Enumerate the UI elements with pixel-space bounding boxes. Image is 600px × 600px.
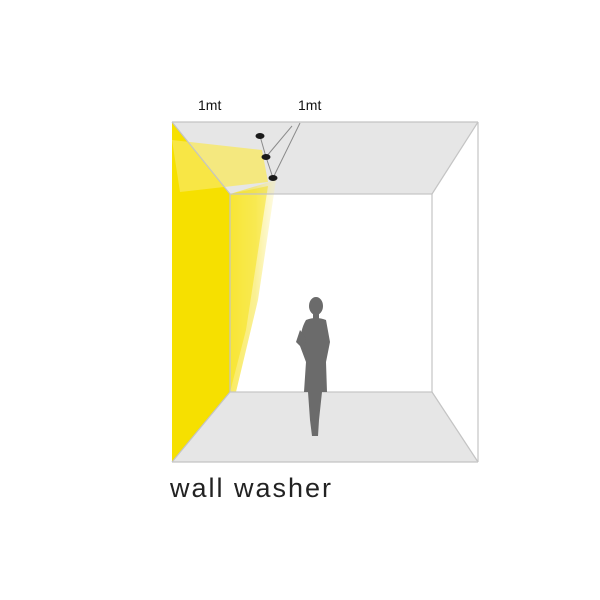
spacing-label-left: 1mt: [198, 97, 222, 113]
person-silhouette-icon: [296, 297, 330, 436]
light-fixture-icon: [261, 154, 271, 160]
light-spill-ceiling: [172, 140, 268, 192]
room-edges: [171, 121, 479, 463]
light-fixture-icon: [255, 133, 265, 139]
right-wall: [432, 122, 478, 462]
spacing-label-right: 1mt: [298, 97, 322, 113]
floor-plane: [172, 392, 478, 462]
light-spill-wall: [230, 180, 276, 392]
diagram-caption: wall washer: [170, 473, 334, 503]
light-fixture-icon: [268, 175, 278, 181]
spacing-guides: [259, 122, 301, 179]
left-wall-lit: [172, 122, 230, 462]
light-beam-inner: [230, 186, 268, 392]
